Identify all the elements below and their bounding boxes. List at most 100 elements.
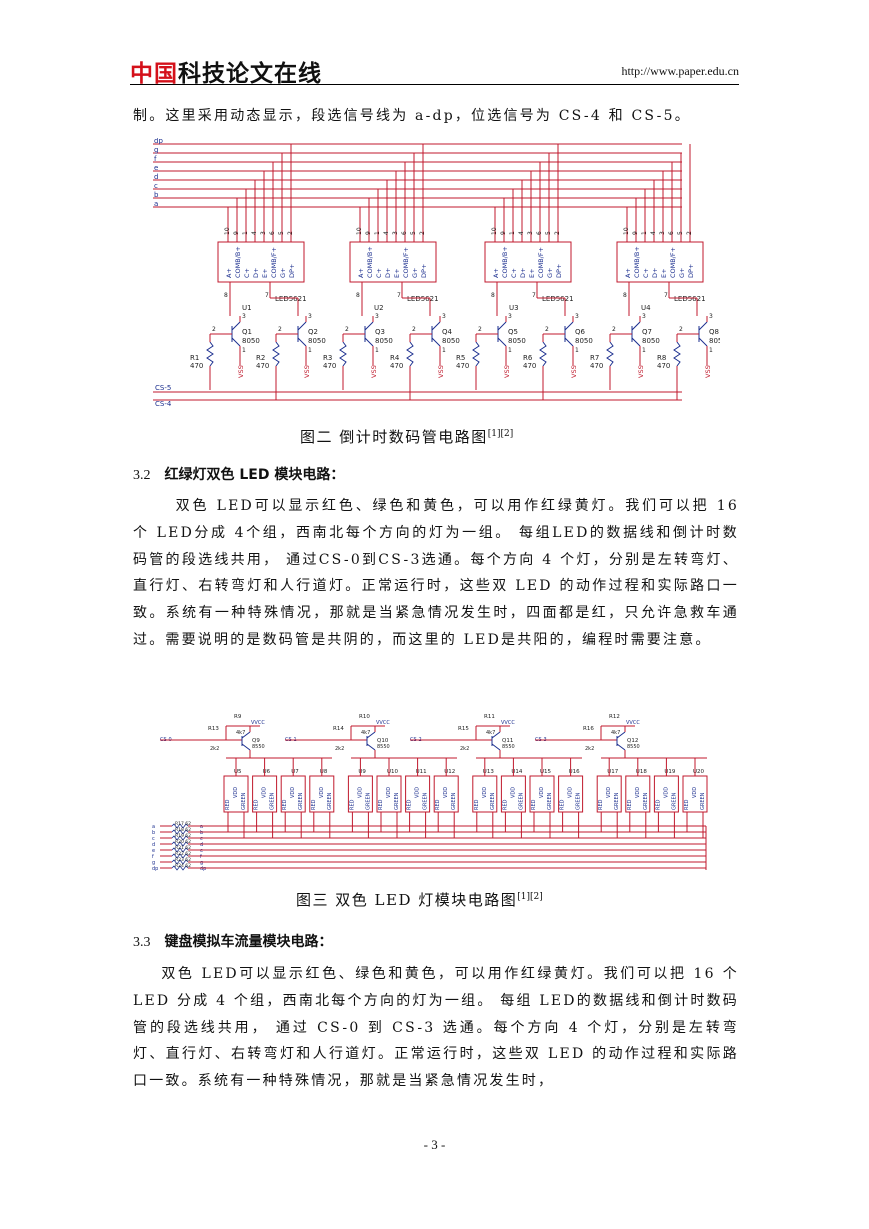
led-pin-label: RED — [407, 799, 413, 810]
pin-number: 2 — [419, 231, 426, 235]
led-pin-label: GREEN — [700, 792, 706, 810]
bus-resistor-label: R18 62 — [175, 827, 191, 833]
header-url[interactable]: http://www.paper.edu.cn — [621, 64, 739, 78]
pin-number: 10 — [491, 227, 498, 235]
resistor — [539, 341, 547, 367]
led-pin-label: GREEN — [547, 792, 553, 810]
led-pin-label: VDD — [663, 787, 669, 798]
transistor-type: 8050 — [242, 337, 260, 345]
resistor — [472, 341, 480, 367]
pin-number: 6 — [536, 231, 543, 235]
part-label: LED5621 — [407, 295, 439, 303]
page-header: 中国科技论文在线 http://www.paper.edu.cn — [130, 52, 739, 87]
resistor-value: 4k7 — [486, 730, 495, 736]
led-pin-label: VDD — [319, 787, 325, 798]
pin-number: 5 — [677, 231, 684, 235]
led-label: U19 — [664, 769, 676, 775]
pin-number: 6 — [668, 231, 675, 235]
transistor-label: Q12 — [627, 738, 638, 744]
bus-resistor — [171, 859, 189, 865]
resistor-value: 2k2 — [460, 746, 469, 752]
transistor-emitter — [491, 731, 501, 739]
resistor-value: 2k2 — [335, 746, 344, 752]
pin-number: 3 — [442, 313, 446, 320]
resistor-label: R8 — [657, 354, 666, 362]
pin-number: 7 — [664, 292, 668, 299]
vss-label: VSS — [637, 365, 645, 378]
pin-number: 2 — [686, 231, 693, 235]
unit-label: U2 — [374, 304, 384, 312]
led-label: U10 — [387, 769, 399, 775]
pin-number: 5 — [545, 231, 552, 235]
transistor-label: Q5 — [508, 328, 518, 336]
transistor-collector — [431, 321, 441, 331]
part-label: LED5621 — [674, 295, 706, 303]
bus-resistor — [171, 829, 189, 835]
bus-label: g — [152, 860, 155, 866]
pin-number: 7 — [265, 292, 269, 299]
transistor-emitter — [564, 337, 574, 347]
pin-number: 1 — [242, 347, 246, 354]
resistor — [272, 341, 280, 367]
pin-number: 9 — [632, 231, 639, 235]
part-label: LED5621 — [275, 295, 307, 303]
pin-number: 6 — [401, 231, 408, 235]
pin-label: E+ — [660, 268, 668, 278]
resistor — [606, 341, 614, 367]
bus-label: g — [154, 146, 158, 154]
resistor-label: R14 — [333, 726, 344, 732]
resistor-value: 2k2 — [585, 746, 594, 752]
transistor-type: 8550 — [502, 744, 515, 750]
pin-number: 1 — [642, 347, 646, 354]
bus-label: e — [200, 848, 203, 854]
bus-resistor-label: R20 62 — [175, 839, 191, 845]
resistor-label: R3 — [323, 354, 332, 362]
paragraph-1: 制。这里采用动态显示，段选信号线为 a-dp，位选信号为 CS-4 和 CS-5… — [133, 108, 691, 124]
figure-2-caption: 图二 倒计时数码管电路图[1][2] — [300, 428, 514, 446]
pin-number: 8 — [623, 292, 627, 299]
pin-number: 4 — [518, 231, 525, 235]
transistor-label: Q11 — [502, 738, 513, 744]
vss-label: VSS — [303, 365, 311, 378]
pin-number: 3 — [308, 313, 312, 320]
vcc-label: VVCC — [376, 720, 390, 726]
led-pin-label: VDD — [510, 787, 516, 798]
page-number: - 3 - — [423, 1137, 446, 1152]
bus-label: c — [154, 182, 158, 190]
led-pin-label: VDD — [692, 787, 698, 798]
pin-number: 6 — [269, 231, 276, 235]
resistor-value: 470 — [190, 362, 203, 370]
bus-label: dp — [152, 866, 158, 872]
vss-label: VSS — [437, 365, 445, 378]
led-pin-label: GREEN — [576, 792, 582, 810]
resistor-label: R15 — [458, 726, 469, 732]
pin-number: 2 — [287, 231, 294, 235]
pin-number: 10 — [224, 227, 231, 235]
pin-label: C+ — [375, 268, 383, 278]
pin-number: 3 — [242, 313, 246, 320]
led-pin-label: GREEN — [423, 792, 429, 810]
pin-number: 10 — [356, 227, 363, 235]
led-pin-label: VDD — [539, 787, 545, 798]
part-label: LED5621 — [542, 295, 574, 303]
led-label: U17 — [607, 769, 619, 775]
bus-label: d — [154, 173, 158, 181]
pin-number: 8 — [356, 292, 360, 299]
led-pin-label: GREEN — [327, 792, 333, 810]
led-pin-label: RED — [560, 799, 566, 810]
pin-label: A+ — [225, 268, 233, 278]
pin-number: 2 — [278, 326, 282, 333]
led-pin-label: RED — [655, 799, 661, 810]
display-body — [349, 241, 437, 283]
led-pin-label: GREEN — [394, 792, 400, 810]
led-pin-label: VDD — [290, 787, 296, 798]
pin-number: 3 — [575, 313, 579, 320]
header-rule — [130, 84, 739, 85]
vss-label: VSS — [503, 365, 511, 378]
bus-resistor-label: R21 62 — [175, 845, 191, 851]
transistor-type: 8050 — [375, 337, 393, 345]
led-label: U12 — [444, 769, 455, 775]
bus-label: f — [200, 854, 202, 860]
led-pin-label: RED — [598, 799, 604, 810]
transistor-collector — [698, 321, 708, 331]
